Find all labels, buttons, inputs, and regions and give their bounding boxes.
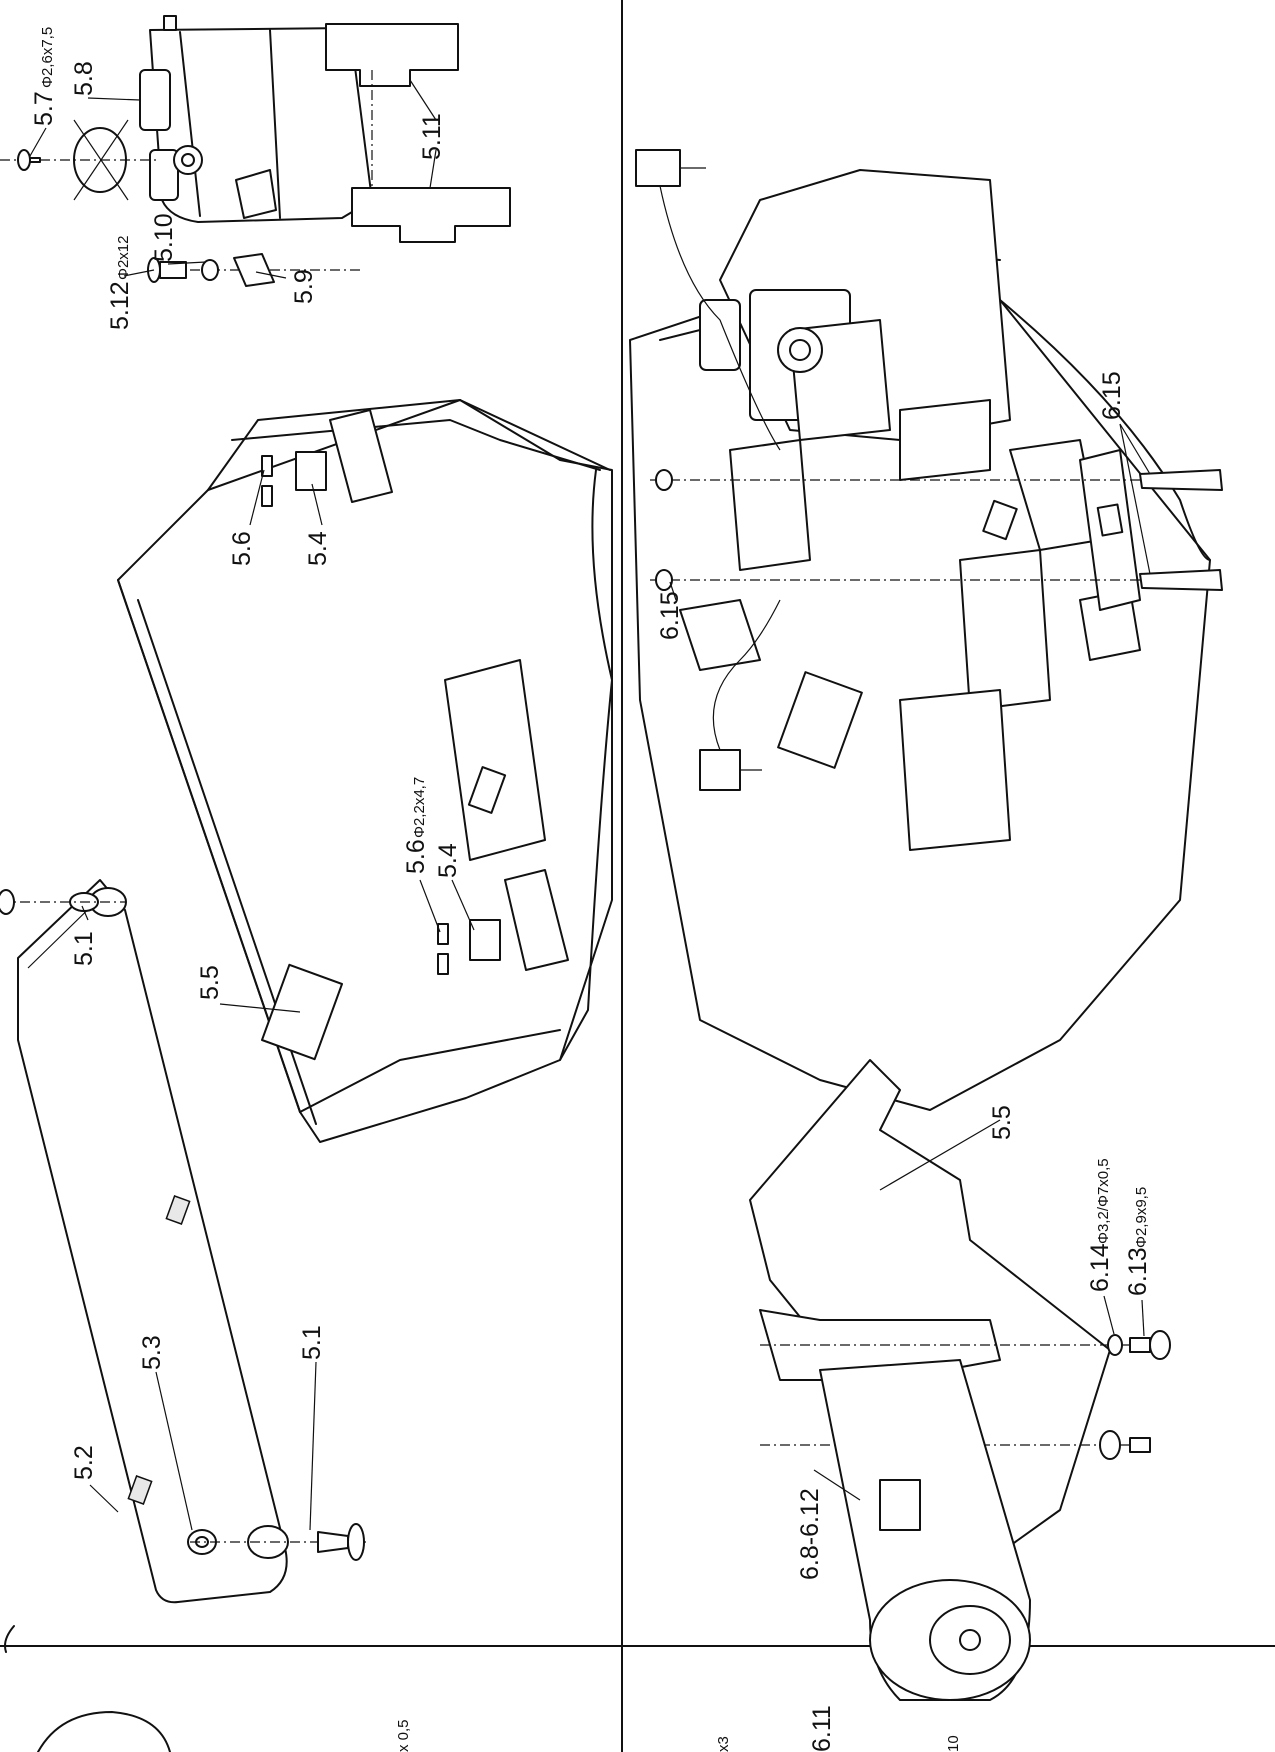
label-5-12: 5.12 <box>106 281 134 330</box>
label-5-1-upper: 5.1 <box>70 931 98 966</box>
motor-6-8-6-12 <box>819 1359 1031 1701</box>
edge-text-x3: x3 <box>715 1736 732 1752</box>
label-5-5-right: 5.5 <box>988 1105 1016 1140</box>
label-6-13-spec: Φ2,9x9,5 <box>1133 1187 1150 1248</box>
label-5-7-spec: Φ2,6x7,5 <box>39 27 56 88</box>
label-5-4-upper: 5.4 <box>434 843 462 878</box>
label-5-2: 5.2 <box>70 1445 98 1480</box>
motor-block-5-8 <box>0 15 373 223</box>
label-6-15-right: 6.15 <box>1098 371 1126 420</box>
label-5-3: 5.3 <box>138 1335 166 1370</box>
label-5-6-upper: 5.6 <box>402 839 430 874</box>
label-6-15-left: 6.15 <box>656 591 684 640</box>
edge-text-10: 10 <box>945 1735 962 1752</box>
label-6-13: 6.13 <box>1124 1247 1152 1296</box>
bracket-6-15 <box>650 449 1223 611</box>
housing-5-5 <box>117 399 851 1143</box>
label-6-8-6-12: 6.8-6.12 <box>796 1488 824 1580</box>
label-5-7: 5.7 <box>30 91 58 126</box>
edge-text-6-11: 6.11 <box>808 1705 836 1752</box>
label-6-14-spec: Φ3,2/Φ7x0,5 <box>1095 1158 1112 1244</box>
label-5-10: 5.10 <box>150 213 178 262</box>
label-6-14: 6.14 <box>1086 1243 1114 1292</box>
label-5-4-lower: 5.4 <box>304 531 332 566</box>
screw-5-12-washer-5-10-bracket-5-9 <box>147 253 360 287</box>
mount-blocks-5-11 <box>325 23 511 243</box>
labels: 5.1 5.2 5.3 5.1 5.5 5.6 5.4 5.6 Φ2,2x4,7… <box>29 27 1152 1752</box>
screws-5-6-lower <box>261 451 327 507</box>
label-5-8: 5.8 <box>70 61 98 96</box>
label-5-6-upper-spec: Φ2,2x4,7 <box>411 777 428 838</box>
label-5-1-lower: 5.1 <box>298 1325 326 1360</box>
edge-text-x0-5: x 0,5 <box>395 1719 412 1752</box>
label-5-9: 5.9 <box>290 269 318 304</box>
housing-assembled-right <box>629 149 1211 1111</box>
label-5-6-lower: 5.6 <box>228 531 256 566</box>
screws-5-6-upper <box>437 919 501 975</box>
label-5-12-spec: Φ2x12 <box>115 236 132 281</box>
label-5-11: 5.11 <box>418 113 446 160</box>
cover-plate-5-2 <box>0 879 370 1604</box>
label-5-5-left: 5.5 <box>196 965 224 1000</box>
